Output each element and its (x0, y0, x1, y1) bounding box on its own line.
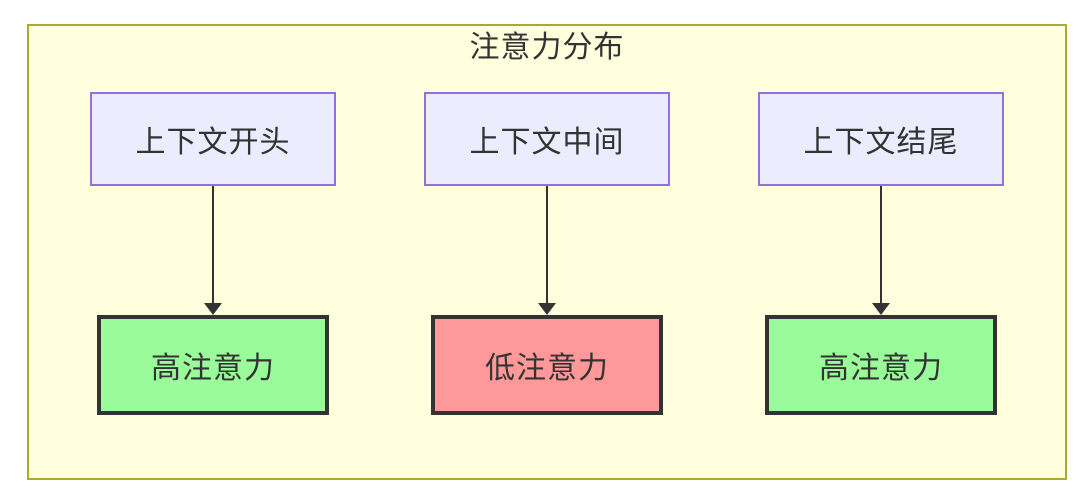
edge-arrow (872, 186, 890, 315)
arrow-shaft (546, 186, 548, 303)
source-node-context-middle: 上下文中间 (424, 92, 670, 186)
edge-arrow (204, 186, 222, 315)
arrow-down-icon (204, 303, 222, 315)
source-node-context-start: 上下文开头 (90, 92, 336, 186)
target-node-label: 高注意力 (151, 352, 275, 385)
target-node-low-attention: 低注意力 (431, 315, 663, 415)
target-node-high-attention: 高注意力 (765, 315, 997, 415)
arrow-shaft (880, 186, 882, 303)
arrow-down-icon (872, 303, 890, 315)
edge-arrow (538, 186, 556, 315)
target-node-high-attention: 高注意力 (97, 315, 329, 415)
flow-columns: 上下文开头 高注意力 上下文中间 低注意力 (29, 92, 1065, 415)
arrow-shaft (212, 186, 214, 303)
target-node-label: 低注意力 (485, 352, 609, 385)
flow-column-context-start: 上下文开头 高注意力 (73, 92, 353, 415)
source-node-label: 上下文结尾 (803, 126, 959, 159)
source-node-label: 上下文中间 (469, 126, 625, 159)
arrow-down-icon (538, 303, 556, 315)
attention-distribution-container: 注意力分布 上下文开头 高注意力 上下文中间 (27, 24, 1067, 480)
source-node-label: 上下文开头 (135, 126, 291, 159)
diagram-title: 注意力分布 (469, 31, 625, 64)
flow-column-context-middle: 上下文中间 低注意力 (407, 92, 687, 415)
source-node-context-end: 上下文结尾 (758, 92, 1004, 186)
flow-column-context-end: 上下文结尾 高注意力 (741, 92, 1021, 415)
target-node-label: 高注意力 (819, 352, 943, 385)
